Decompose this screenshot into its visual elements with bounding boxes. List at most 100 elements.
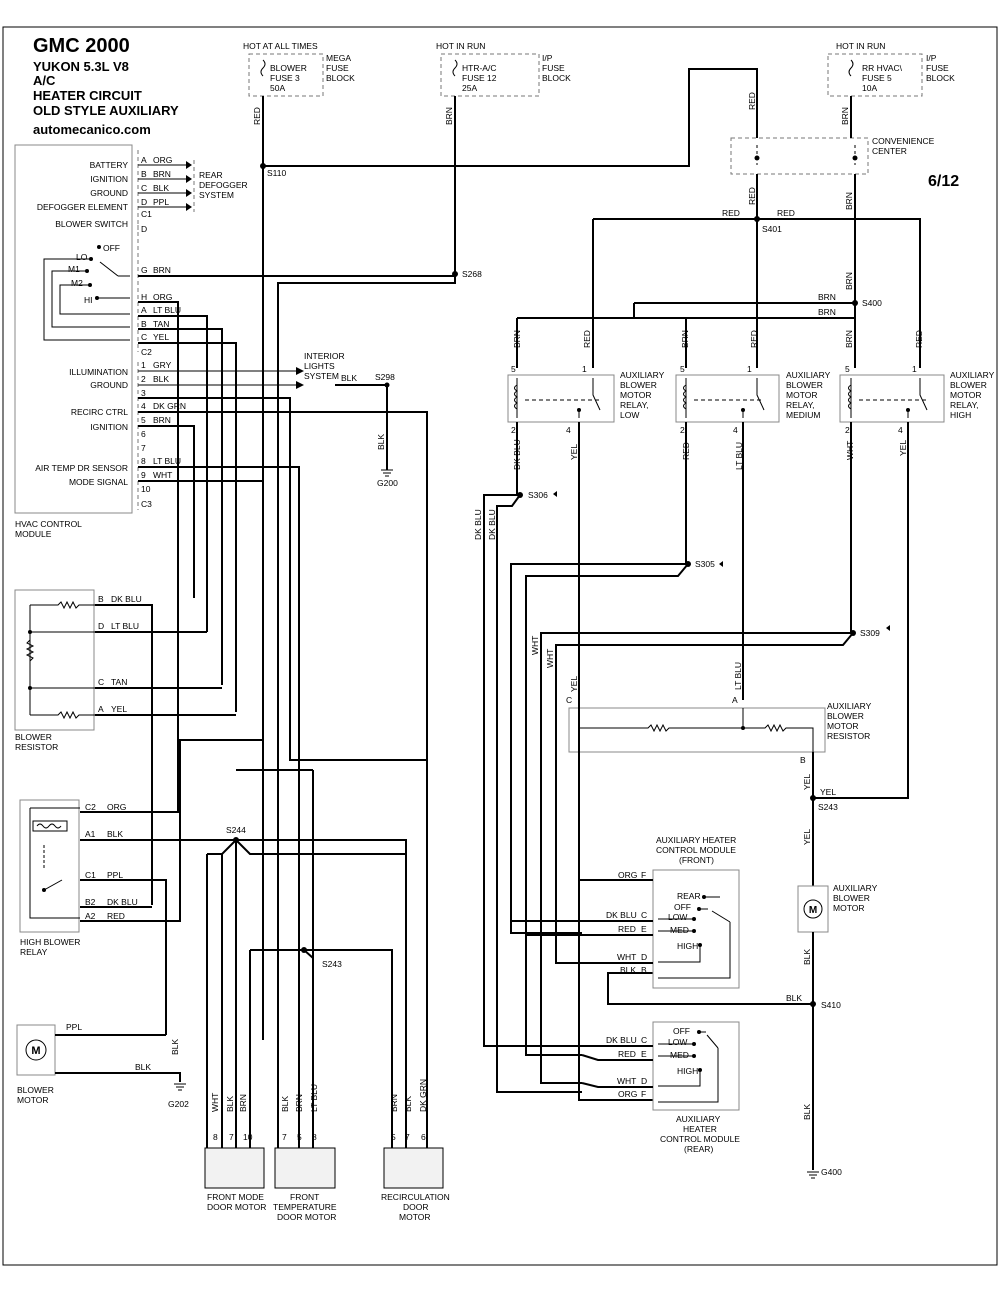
aux-resistor-box <box>568 707 826 753</box>
c3-pin-5: 5 <box>141 415 146 425</box>
rh-label-3: MOTOR <box>950 390 981 400</box>
ar2-pin-e: E <box>641 1049 647 1059</box>
rear-defogger-line3: SYSTEM <box>199 190 234 200</box>
wire-label-yel: YEL <box>802 829 812 845</box>
af-wire-c: DK BLU <box>606 910 637 920</box>
switch-m2: M2 <box>71 278 83 288</box>
ft-pin-1: 7 <box>282 1132 287 1142</box>
rm-pin1: 1 <box>747 364 752 374</box>
hr-pin-a2: A2 <box>85 911 96 921</box>
aux-relay-high-box <box>839 374 945 423</box>
fuse1-block-line2: FUSE <box>326 63 349 73</box>
rh-label-1: AUXILIARY <box>950 370 995 380</box>
high-blower-relay: HIGH BLOWER RELAY C2 ORG A1 BLK C1 PPL B… <box>19 625 407 1135</box>
aux-wiring: S306 DK BLU DK BLU YEL S305 LT BLU S309 … <box>473 422 909 1093</box>
c1-wire-b: BRN <box>153 169 171 179</box>
hvac-module-label-2: MODULE <box>15 529 52 539</box>
hr-pin-c1: C1 <box>85 870 96 880</box>
splices-lower-left: S244 S243 <box>206 769 406 1135</box>
af-pin-c: C <box>641 910 647 920</box>
power-wires: RED S110 RED BRN S268 BRN RED S401 RED R… <box>252 68 924 1040</box>
fuse3-block-line2: FUSE <box>926 63 949 73</box>
rl-wire-4: YEL <box>569 444 579 460</box>
fuse1-name: BLOWER <box>270 63 307 73</box>
diagram-title: GMC 2000 <box>33 35 130 57</box>
c3-pin-8: 8 <box>141 456 146 466</box>
c3-wire-5: BRN <box>153 415 171 425</box>
rl-pin5: 5 <box>511 364 516 374</box>
am-label-3: MOTOR <box>833 903 864 913</box>
wire-label-yel: YEL <box>820 787 836 797</box>
c3-pin2-name: GROUND <box>90 380 128 390</box>
splice-s306: S306 <box>528 490 548 500</box>
hot-in-run-label-1: HOT IN RUN <box>436 41 485 51</box>
fuse-blower: HOT AT ALL TIMES BLOWER FUSE 3 50A MEGA … <box>243 41 355 97</box>
fuse3-name: RR HVAC\ <box>862 63 903 73</box>
c3-wire-2: BLK <box>153 374 169 384</box>
rh-label-2: BLOWER <box>950 380 987 390</box>
c1-pin-b-name: IGNITION <box>90 174 128 184</box>
aux-relay-medium-box <box>675 374 780 423</box>
ar2-high: HIGH <box>677 1066 698 1076</box>
high-blower-relay-box <box>19 799 80 933</box>
c3-pin-2: 2 <box>141 374 146 384</box>
motor-icon <box>803 899 823 919</box>
blower-motor-label-1: BLOWER <box>17 1085 54 1095</box>
wire-label-blk: BLK <box>170 1039 180 1055</box>
c2-pin-c: C <box>141 332 147 342</box>
switch-lo: LO <box>76 252 88 262</box>
c2-pin-h: H <box>141 292 147 302</box>
hr-pin-b2: B2 <box>85 897 96 907</box>
wire-label-yel: YEL <box>569 676 579 692</box>
c1-pin-a: A <box>141 155 147 165</box>
convenience-label-2: CENTER <box>872 146 907 156</box>
c3-pin-6: 6 <box>141 429 146 439</box>
wire-label-brn: BRN <box>444 107 454 125</box>
ar2-label-2: HEATER <box>683 1124 717 1134</box>
hot-in-run-label-2: HOT IN RUN <box>836 41 885 51</box>
fuse1-number: FUSE 3 <box>270 73 300 83</box>
aux-rear-switch-icon <box>658 1030 719 1103</box>
wire-label-red: RED <box>914 330 924 348</box>
rh-pin1: 1 <box>912 364 917 374</box>
rear-defogger-line1: REAR <box>199 170 223 180</box>
high-relay-label-2: RELAY <box>20 947 48 957</box>
ar2-wire-d: WHT <box>617 1076 636 1086</box>
ground-g202: G202 <box>168 1099 189 1109</box>
c2-wire-b: TAN <box>153 319 169 329</box>
fuse-htr-ac: HOT IN RUN HTR-A/C FUSE 12 25A I/P FUSE … <box>436 41 571 97</box>
rc-wire-2: BLK <box>403 1096 413 1112</box>
br-pin-a: A <box>98 704 104 714</box>
ground-icon <box>174 1083 186 1091</box>
af-low: LOW <box>668 912 687 922</box>
c2-pin-g: G <box>141 265 148 275</box>
arrow-icon <box>553 491 557 497</box>
front-mode-label-2: DOOR MOTOR <box>207 1202 266 1212</box>
splice-s244: S244 <box>226 825 246 835</box>
af-rear: REAR <box>677 891 701 901</box>
af-pin-b: B <box>641 965 647 975</box>
af-label-2: CONTROL MODULE <box>656 845 736 855</box>
ar2-pin-c: C <box>641 1035 647 1045</box>
splice-s268: S268 <box>462 269 482 279</box>
c3-wire-1: GRY <box>153 360 172 370</box>
af-off: OFF <box>674 902 691 912</box>
fuse1-block-line1: MEGA <box>326 53 351 63</box>
fm-pin-3: 10 <box>243 1132 253 1142</box>
br-pin-b: B <box>98 594 104 604</box>
blower-motor-label-2: MOTOR <box>17 1095 48 1105</box>
page-number: 6/12 <box>928 173 959 190</box>
br-wire-d: LT BLU <box>111 621 139 631</box>
c1-wire-a: ORG <box>153 155 172 165</box>
ground-icon <box>381 469 393 477</box>
convenience-center-box <box>730 137 869 175</box>
wire-label-blk: BLK <box>376 434 386 450</box>
hr-wire-c1: PPL <box>107 870 123 880</box>
system-label: A/C <box>33 73 56 88</box>
ar2-pin-f: F <box>641 1089 646 1099</box>
c1-pin-b: B <box>141 169 147 179</box>
c2-pin-b: B <box>141 319 147 329</box>
ar2-label-4: (REAR) <box>684 1144 713 1154</box>
fuse3-block-line3: BLOCK <box>926 73 955 83</box>
